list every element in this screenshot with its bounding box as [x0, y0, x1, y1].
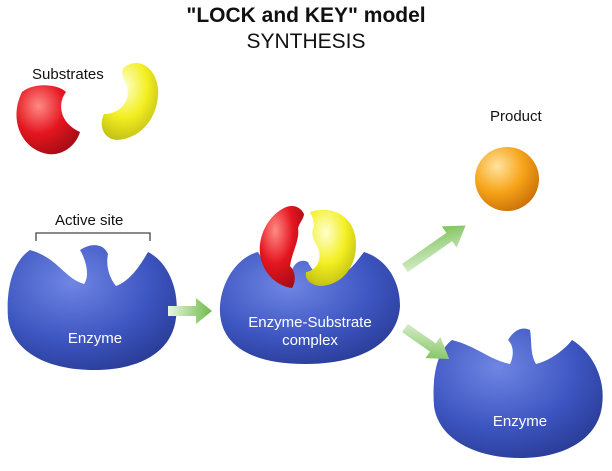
arrow-to-product — [402, 225, 466, 273]
enzyme-right-shape — [433, 328, 603, 458]
diagram-subtitle: SYNTHESIS — [246, 30, 366, 53]
arrow-to-enzyme — [402, 323, 450, 359]
product-label: Product — [490, 108, 542, 125]
yellow-substrate — [101, 62, 159, 140]
substrates-label: Substrates — [32, 66, 104, 83]
product-sphere — [475, 147, 539, 211]
complex-label-line1: Enzyme-Substrate — [248, 314, 372, 331]
enzyme-right-label: Enzyme — [492, 413, 548, 430]
enzyme-left-shape — [7, 245, 177, 370]
red-substrate-bound — [259, 206, 304, 288]
arrow-to-complex — [168, 298, 212, 324]
enzyme-left-label: Enzyme — [67, 330, 123, 347]
diagram-title: "LOCK and KEY" model — [186, 4, 426, 27]
yellow-substrate-bound — [305, 209, 356, 286]
red-substrate — [16, 85, 80, 155]
complex-enzyme-shape — [219, 252, 400, 364]
active-site-bracket — [35, 232, 151, 241]
complex-label-line2: complex — [282, 332, 338, 349]
active-site-label: Active site — [55, 212, 124, 229]
